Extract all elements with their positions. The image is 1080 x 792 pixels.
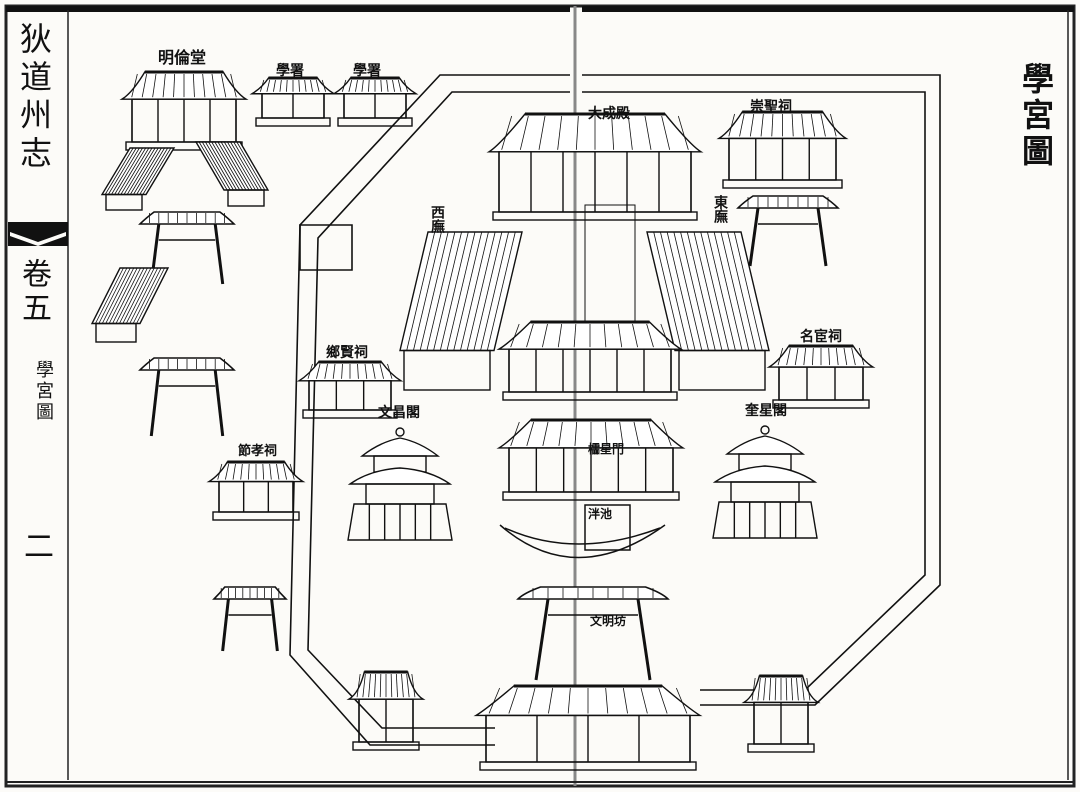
side-room-1 (100, 147, 176, 211)
wenchang-pavilion (347, 427, 453, 541)
label-dacheng-hall: 大成殿 (588, 106, 630, 122)
xueshu-office-2 (331, 76, 419, 127)
label-pan-pond: 泮池 (588, 507, 613, 521)
lingxing-gate (496, 418, 686, 501)
label-jixiao-shrine: 節孝祠 (238, 444, 278, 459)
label-west-wing: 西廡 (429, 205, 445, 233)
central-stairway (584, 204, 636, 326)
gate-west-2 (138, 357, 236, 437)
label-east-wing: 東廡 (712, 195, 728, 223)
side-room-3 (90, 267, 170, 343)
jixiao-shrine (206, 460, 306, 521)
dacheng-hall (486, 112, 704, 221)
minglun-hall (119, 70, 249, 151)
label-xueshu-1: 學署 (276, 63, 304, 79)
main-gate (473, 684, 703, 771)
xueshu-office-1 (249, 76, 337, 127)
kuixing-pavilion (712, 425, 818, 539)
chongsheng-gate (736, 195, 840, 267)
label-xiangxian-shrine: 鄉賢祠 (326, 345, 368, 361)
east-wing (646, 231, 770, 391)
section-label: 學宮圖 (33, 360, 54, 423)
label-minglun-hall: 明倫堂 (158, 48, 207, 67)
chongsheng-shrine (716, 110, 849, 189)
label-xueshu-2: 學署 (353, 63, 381, 79)
courtyard-wall (289, 74, 941, 746)
side-room-2 (194, 141, 270, 207)
label-wenchang-pavilion: 文昌閣 (378, 405, 420, 421)
pan-pond (499, 504, 666, 559)
gate-west-3 (212, 586, 288, 652)
label-lingxing-gate: 櫺星門 (588, 442, 625, 456)
corner-gate-west (346, 670, 426, 751)
label-chongsheng-shrine: 崇聖祠 (750, 99, 792, 115)
xiangxian-shrine (296, 360, 404, 419)
volume-label: 卷五 (16, 258, 51, 326)
label-minghuan-shrine: 名宦祠 (800, 329, 842, 345)
label-kuixing-pavilion: 奎星閣 (745, 403, 787, 419)
map-title: 學宮圖 (1017, 62, 1055, 170)
book-title: 狄道州志 (15, 22, 53, 174)
corner-gate-east (741, 674, 821, 753)
middle-gate (496, 320, 684, 401)
west-wing (399, 231, 523, 391)
label-wenming-arch: 文明坊 (590, 614, 627, 628)
minghuan-shrine (766, 344, 876, 409)
fishtail-mark (8, 222, 68, 246)
wenming-arch (516, 586, 670, 681)
page-number: 二 (18, 530, 53, 560)
